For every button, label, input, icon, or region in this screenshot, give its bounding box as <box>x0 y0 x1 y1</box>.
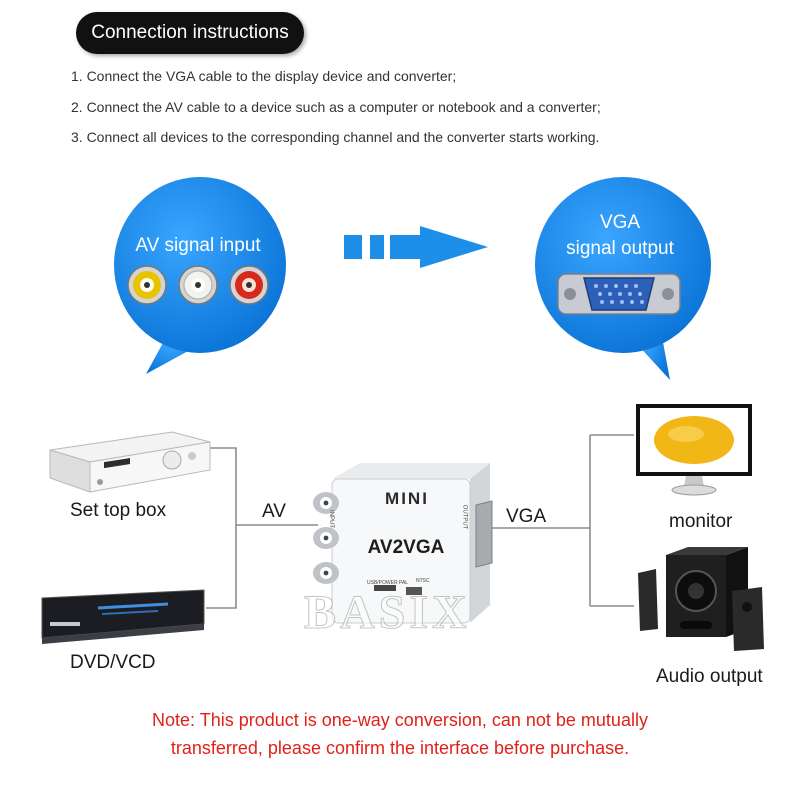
monitor-icon <box>636 404 752 496</box>
set-top-box-label: Set top box <box>70 500 167 521</box>
instruction-step-1: 1. Connect the VGA cable to the display … <box>71 68 457 84</box>
speaker-system-icon <box>638 547 764 651</box>
flow-arrow-icon <box>344 226 488 268</box>
vga-port-icon <box>557 273 681 315</box>
rca-jacks-icon <box>127 265 269 305</box>
set-top-box-icon <box>49 431 211 493</box>
device-pal-label: PAL <box>399 580 409 586</box>
watermark: BASIX <box>304 586 471 640</box>
note-line-2: transferred, please confirm the interfac… <box>170 738 630 758</box>
device-model-label: AV2VGA <box>367 537 445 558</box>
instruction-step-3: 3. Connect all devices to the correspond… <box>71 129 600 145</box>
av-input-bubble <box>114 177 286 374</box>
monitor-label: monitor <box>669 511 733 532</box>
av-input-label: AV signal input <box>135 235 261 256</box>
vga-output-line2: signal output <box>566 238 674 259</box>
dvd-vcd-label: DVD/VCD <box>70 652 156 673</box>
note-line-1: Note: This product is one-way conversion… <box>152 710 648 730</box>
page-title: Connection instructions <box>76 12 304 54</box>
device-brand-label: MINI <box>385 489 429 508</box>
vga-connection-label: VGA <box>506 506 547 527</box>
audio-output-label: Audio output <box>656 666 763 687</box>
connection-lines <box>206 434 634 609</box>
device-input-label: INPUT <box>328 510 334 528</box>
instruction-step-2: 2. Connect the AV cable to a device such… <box>71 99 601 115</box>
vga-output-line1: VGA <box>599 212 641 233</box>
device-ntsc-label: NTSC <box>416 578 430 584</box>
device-output-label: OUTPUT <box>461 504 468 530</box>
av-connection-label: AV <box>262 501 286 522</box>
device-usb-label: USB/POWER <box>367 580 398 586</box>
av2vga-converter-device <box>313 463 493 624</box>
dvd-player-icon <box>41 589 205 644</box>
